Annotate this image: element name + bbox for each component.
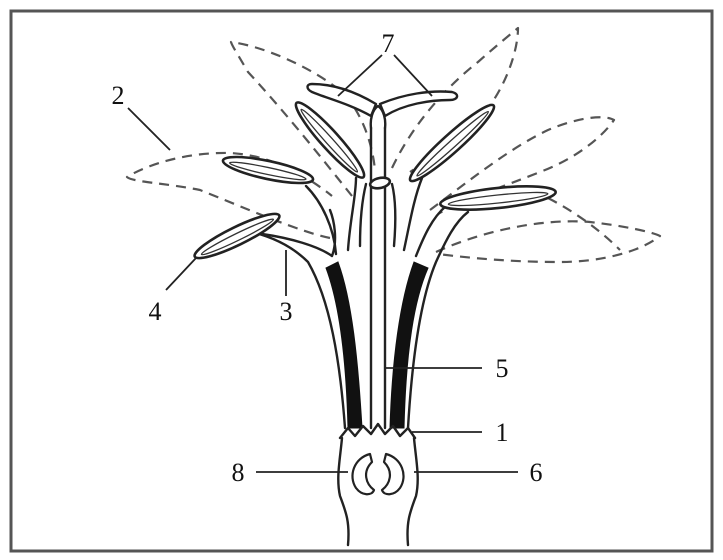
label-5: 5 xyxy=(496,354,509,383)
label-8: 8 xyxy=(232,458,245,487)
label-6: 6 xyxy=(530,458,543,487)
label-3: 3 xyxy=(280,297,293,326)
label-1: 1 xyxy=(496,418,509,447)
label-4: 4 xyxy=(149,297,162,326)
label-2: 2 xyxy=(112,81,125,110)
label-7: 7 xyxy=(382,29,395,58)
